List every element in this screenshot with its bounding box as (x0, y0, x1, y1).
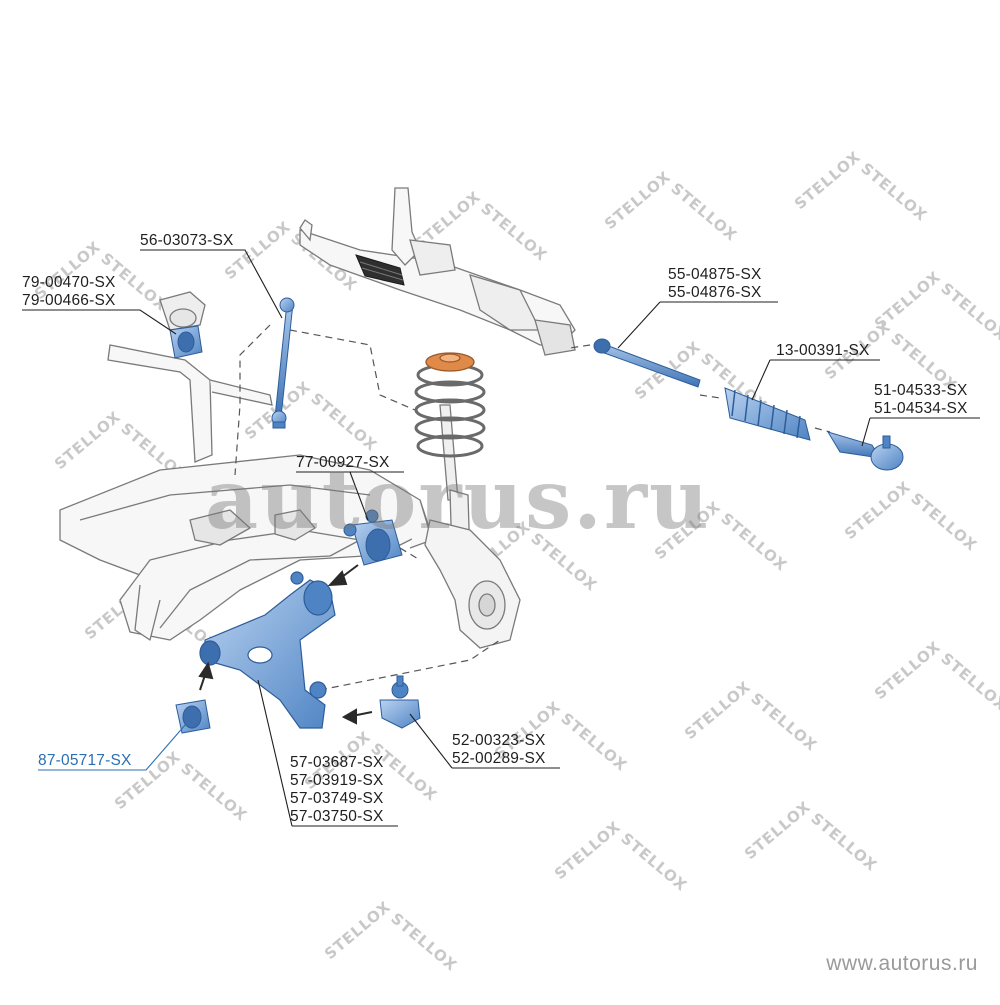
stellox-stamp: STELLOX (841, 477, 914, 543)
left-rack-boot (355, 254, 405, 286)
inner-tie-rod (593, 338, 701, 388)
stellox-stamp: STELLOX (937, 279, 1000, 345)
stabilizer-bushing (169, 325, 203, 359)
stellox-stamp: STELLOX (321, 897, 394, 963)
stellox-stamp: STELLOX (741, 797, 814, 863)
rear-arm-bushing (343, 509, 403, 566)
stellox-stamp: STELLOX (551, 817, 624, 883)
subframe (59, 454, 433, 641)
stellox-stamp: STELLOX (667, 179, 740, 245)
stabilizer-link (271, 297, 295, 429)
autorus-url-watermark: www.autorus.ru (826, 952, 978, 975)
label-rear-bush: 77-00927-SX (296, 454, 390, 471)
stellox-stamp: STELLOX (557, 709, 630, 775)
label-arm-1: 57-03687-SX (290, 754, 384, 771)
stellox-stamp: STELLOX (857, 159, 930, 225)
stellox-stamp: STELLOX (717, 509, 790, 575)
stellox-stamp: STELLOX (51, 407, 124, 473)
stellox-stamp: STELLOX (937, 649, 1000, 715)
tie-rod-end (826, 431, 904, 471)
label-tie-end-2: 51-04534-SX (874, 400, 968, 417)
stellox-stamp: STELLOX (387, 909, 460, 975)
stabilizer-bar (107, 291, 273, 463)
autorus-watermark: autorus.ru (205, 452, 711, 548)
label-arm-3: 57-03749-SX (290, 790, 384, 807)
label-ball-joint-2: 52-00289-SX (452, 750, 546, 767)
callout-lines (22, 249, 980, 827)
steering-knuckle (424, 519, 521, 649)
lower-control-arm (199, 571, 336, 729)
stellox-stamp: STELLOX (681, 677, 754, 743)
stellox-stamp: STELLOX (177, 759, 250, 825)
label-tie-end-1: 51-04533-SX (874, 382, 968, 399)
label-stab-bush-2: 79-00466-SX (22, 292, 116, 309)
label-ball-joint-1: 52-00323-SX (452, 732, 546, 749)
stellox-stamp: STELLOX (907, 489, 980, 555)
stellox-stamp: STELLOX (747, 689, 820, 755)
stellox-stamp: STELLOX (807, 809, 880, 875)
label-arm-4: 57-03750-SX (290, 808, 384, 825)
label-boot: 13-00391-SX (776, 342, 870, 359)
stellox-stamp: STELLOX (307, 389, 380, 455)
stellox-stamp: STELLOX (601, 167, 674, 233)
label-stab-link: 56-03073-SX (140, 232, 234, 249)
stellox-stamp: STELLOX (477, 199, 550, 265)
label-stab-bush-1: 79-00470-SX (22, 274, 116, 291)
label-tie-rod-1: 55-04875-SX (668, 266, 762, 283)
label-arm-2: 57-03919-SX (290, 772, 384, 789)
label-front-bush[interactable]: 87-05717-SX (38, 752, 132, 769)
ball-joint (379, 675, 421, 729)
stellox-stamp: STELLOX (791, 147, 864, 213)
stellox-stamp: STELLOX (871, 637, 944, 703)
stellox-stamp: STELLOX (617, 829, 690, 895)
label-tie-rod-2: 55-04876-SX (668, 284, 762, 301)
front-arm-bushing (175, 699, 211, 734)
assembly-arrows (198, 564, 373, 725)
rack-boot (724, 387, 811, 441)
